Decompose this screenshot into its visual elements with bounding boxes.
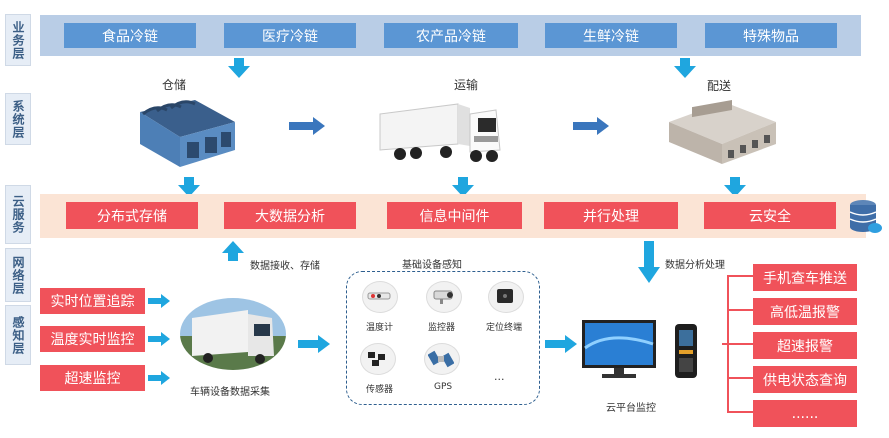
system-label-transport: 运输 <box>454 78 479 92</box>
alert-overspeed: 超速报警 <box>753 332 857 359</box>
vehicle-photo-icon <box>180 298 286 370</box>
cloud-item-security: 云安全 <box>704 202 836 229</box>
layer-label-business: 业务层 <box>5 14 31 66</box>
gps-terminal-icon <box>497 289 513 303</box>
biz-item-food: 食品冷链 <box>64 23 196 48</box>
system-label-warehouse: 仓储 <box>162 78 187 92</box>
monitor-temperature: 温度实时监控 <box>40 326 145 352</box>
right-arrow-icon <box>545 335 577 353</box>
base-devices-group <box>346 271 540 405</box>
device-label-more: ... <box>494 370 505 383</box>
data-receive-label: 数据接收、存储 <box>250 261 320 272</box>
device-label-locator: 定位终端 <box>486 323 523 333</box>
biz-item-fresh: 生鲜冷链 <box>545 23 677 48</box>
vehicle-collect-label: 车辆设备数据采集 <box>190 387 270 398</box>
layer-label-system: 系统层 <box>5 93 31 145</box>
biz-item-special: 特殊物品 <box>705 23 837 48</box>
cloud-item-distributed-storage: 分布式存储 <box>66 202 198 229</box>
right-arrow-icon <box>148 294 170 308</box>
surveillance-camera-icon <box>433 290 453 304</box>
alert-phone-push: 手机查车推送 <box>753 264 857 291</box>
cloud-item-parallel: 并行处理 <box>544 202 678 229</box>
biz-item-medical: 医疗冷链 <box>224 23 356 48</box>
system-label-delivery: 配送 <box>707 79 732 93</box>
cloud-monitor-label: 云平台监控 <box>606 403 656 414</box>
distribution-center-icon <box>669 100 776 164</box>
monitor-location-tracking: 实时位置追踪 <box>40 288 145 314</box>
device-label-gps: GPS <box>434 382 453 392</box>
handheld-terminal-icon <box>675 324 697 378</box>
thermometer-device-icon <box>367 292 391 300</box>
alert-more: ...... <box>753 400 857 427</box>
cloud-item-middleware: 信息中间件 <box>387 202 522 229</box>
right-arrow-icon <box>573 117 609 135</box>
down-arrow-icon <box>178 177 200 197</box>
down-arrow-icon <box>228 58 250 78</box>
database-icon <box>849 200 882 233</box>
down-arrow-icon <box>724 177 746 197</box>
right-arrow-icon <box>289 117 325 135</box>
base-devices-title: 基础设备感知 <box>402 260 462 271</box>
right-arrow-icon <box>148 371 170 385</box>
sensor-chip-icon <box>368 352 385 366</box>
alert-power-query: 供电状态查询 <box>753 366 857 393</box>
down-arrow-icon <box>638 241 660 283</box>
gps-satellite-icon <box>428 350 454 368</box>
monitor-screen-icon <box>582 320 656 378</box>
alert-temperature: 高低温报警 <box>753 298 857 325</box>
cloud-item-big-data: 大数据分析 <box>224 202 356 229</box>
device-label-thermometer: 温度计 <box>366 323 394 333</box>
down-arrow-icon <box>452 177 474 197</box>
right-arrow-icon <box>148 332 170 346</box>
business-band: 食品冷链 医疗冷链 农产品冷链 生鲜冷链 特殊物品 <box>40 15 861 56</box>
bracket-connector <box>722 275 756 413</box>
truck-icon <box>379 103 501 162</box>
device-label-monitor: 监控器 <box>428 323 456 333</box>
biz-item-agri: 农产品冷链 <box>384 23 518 48</box>
warehouse-icon <box>140 100 235 167</box>
layer-label-network: 网络层 <box>5 248 31 302</box>
down-arrow-icon <box>674 58 696 78</box>
cloud-service-band: 分布式存储 大数据分析 信息中间件 并行处理 云安全 <box>40 194 866 238</box>
data-analysis-label: 数据分析处理 <box>665 260 725 271</box>
up-arrow-icon <box>222 241 244 261</box>
device-label-sensor: 传感器 <box>366 385 394 395</box>
layer-label-cloud: 云服务 <box>5 185 31 244</box>
layer-label-perception: 感知层 <box>5 305 31 365</box>
monitor-overspeed: 超速监控 <box>40 365 145 391</box>
right-arrow-icon <box>298 335 330 353</box>
